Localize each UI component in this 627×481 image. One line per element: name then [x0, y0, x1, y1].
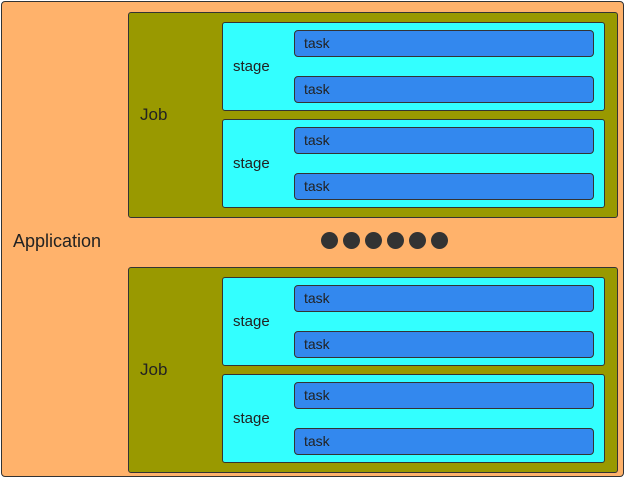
job-label: Job — [140, 105, 168, 124]
task-box: task — [294, 76, 594, 103]
job-label: Job — [140, 360, 168, 379]
task-label: task — [304, 35, 330, 51]
stage-box: stage task task — [222, 277, 605, 366]
task-box: task — [294, 30, 594, 57]
stage-box: stage task task — [222, 22, 605, 111]
stage-label: stage — [233, 313, 270, 330]
dot — [365, 232, 382, 249]
task-label: task — [304, 290, 330, 306]
dot — [409, 232, 426, 249]
stage-label: stage — [233, 410, 270, 427]
dot — [387, 232, 404, 249]
job-box: Job stage task task stage task task — [128, 12, 618, 218]
task-box: task — [294, 428, 594, 455]
task-label: task — [304, 433, 330, 449]
task-label: task — [304, 336, 330, 352]
task-label: task — [304, 81, 330, 97]
task-box: task — [294, 127, 594, 154]
task-box: task — [294, 173, 594, 200]
task-box: task — [294, 382, 594, 409]
ellipsis-dots — [321, 232, 448, 249]
stage-label: stage — [233, 155, 270, 172]
dot — [321, 232, 338, 249]
task-box: task — [294, 285, 594, 312]
application-label: Application — [13, 231, 102, 251]
stage-label: stage — [233, 58, 270, 75]
task-label: task — [304, 387, 330, 403]
task-box: task — [294, 331, 594, 358]
stage-box: stage task task — [222, 374, 605, 463]
dot — [431, 232, 448, 249]
task-label: task — [304, 132, 330, 148]
job-box: Job stage task task stage task task — [128, 267, 618, 473]
stage-box: stage task task — [222, 119, 605, 208]
task-label: task — [304, 178, 330, 194]
dot — [343, 232, 360, 249]
